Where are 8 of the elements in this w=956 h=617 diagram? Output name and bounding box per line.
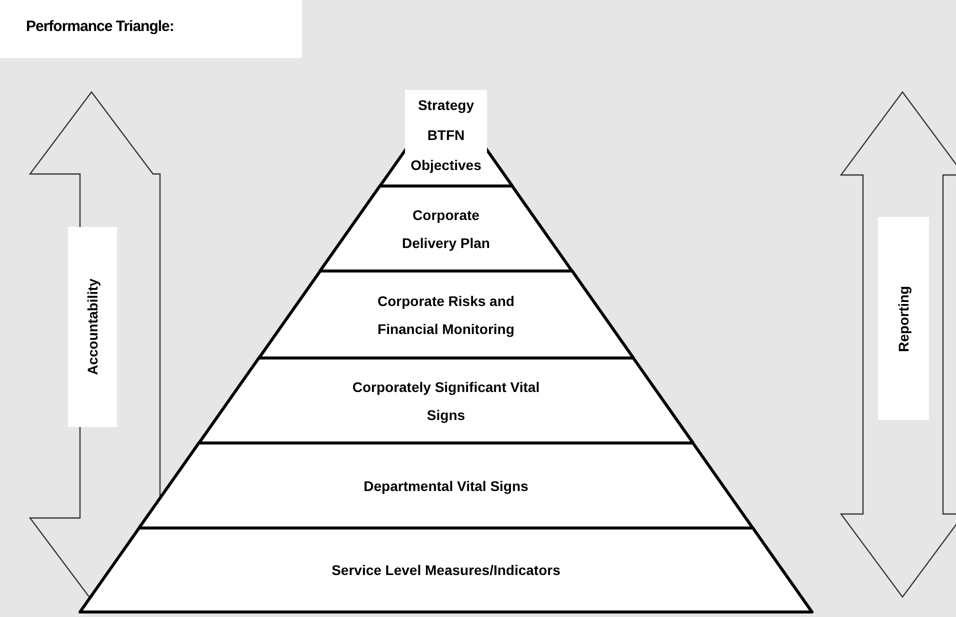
arrow-label: Reporting (878, 217, 929, 420)
layer-label: Corporately Significant Vital Signs (351, 378, 541, 425)
arrow-label: Accountability (68, 227, 117, 427)
layer-label: Departmental Vital Signs (362, 476, 530, 496)
layer-label: Corporate Risks and Financial Monitoring (376, 292, 516, 339)
diagram-title: Performance Triangle: (26, 18, 174, 35)
layer-label: Service Level Measures/Indicators (330, 561, 562, 580)
layer-label: Corporate Delivery Plan (401, 206, 491, 253)
